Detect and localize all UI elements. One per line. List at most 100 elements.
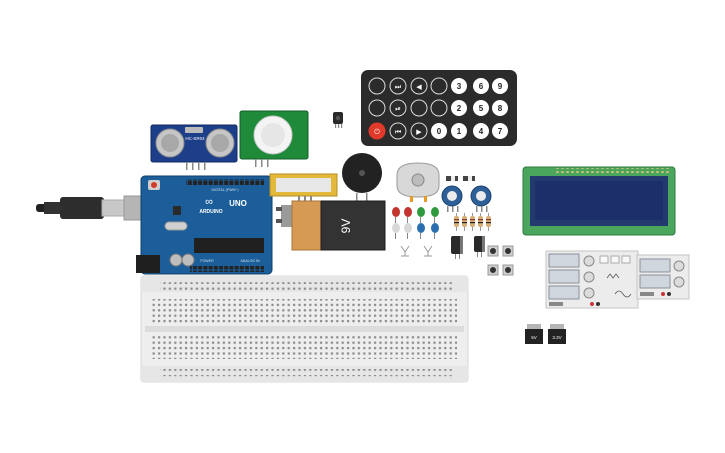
remote-key-2[interactable]: 2 bbox=[451, 100, 467, 116]
rgb-led-1[interactable] bbox=[400, 245, 410, 257]
remote-key-5[interactable]: 5 bbox=[473, 100, 489, 116]
rewind-icon: ⏮ bbox=[395, 129, 401, 136]
remote-key-label: 6 bbox=[479, 82, 484, 91]
battery-9v[interactable]: 9V bbox=[276, 200, 386, 251]
dc-power-supply[interactable] bbox=[636, 254, 690, 300]
lcd-screen bbox=[535, 181, 663, 220]
remote-key-skip-forward[interactable]: ⏭ bbox=[389, 77, 407, 95]
push-button-1[interactable] bbox=[487, 245, 499, 257]
breadboard[interactable] bbox=[140, 275, 469, 383]
remote-key-4[interactable]: 4 bbox=[473, 123, 489, 139]
slide-switch-left[interactable] bbox=[446, 176, 458, 181]
led-green-2[interactable] bbox=[431, 207, 439, 223]
atmega-chip bbox=[194, 238, 264, 253]
piezo-buzzer[interactable] bbox=[342, 153, 382, 201]
potentiometer-1[interactable] bbox=[441, 185, 463, 212]
remote-key-label: 2 bbox=[457, 104, 462, 113]
push-button-3[interactable] bbox=[487, 264, 499, 276]
slide-switch-right[interactable] bbox=[463, 176, 475, 181]
remote-key-9[interactable]: 9 bbox=[492, 78, 508, 94]
push-button-4[interactable] bbox=[502, 264, 514, 276]
regulator-3v3-label: 3.3V bbox=[552, 335, 561, 340]
remote-key-fn-1[interactable] bbox=[430, 77, 448, 95]
play-left-icon: ◀ bbox=[416, 84, 422, 91]
arduino-model: UNO bbox=[229, 199, 247, 208]
dc-motor[interactable] bbox=[396, 162, 440, 202]
remote-key-play-left[interactable]: ◀ bbox=[410, 77, 428, 95]
digital-label: DIGITAL (PWM~) bbox=[211, 188, 238, 192]
voltage-regulator-3v3[interactable]: 3.3V bbox=[548, 324, 566, 344]
remote-key-label: 9 bbox=[498, 82, 503, 91]
remote-key-label: 5 bbox=[479, 104, 484, 113]
led-blue-2[interactable] bbox=[431, 223, 439, 239]
resistor-3[interactable] bbox=[470, 213, 475, 231]
resistor-1[interactable] bbox=[454, 213, 459, 231]
pir-motion-sensor[interactable] bbox=[239, 110, 309, 167]
skip-forward-icon: ⏭ bbox=[395, 84, 402, 91]
usb-cable[interactable] bbox=[36, 195, 143, 221]
lcd-16x2-display[interactable] bbox=[522, 166, 676, 236]
arduino-brand: ARDUINO bbox=[199, 209, 222, 215]
remote-key-vol-down[interactable] bbox=[410, 99, 428, 117]
led-white-1[interactable] bbox=[392, 223, 400, 239]
remote-key-8[interactable]: 8 bbox=[492, 100, 508, 116]
push-button-2[interactable] bbox=[502, 245, 514, 257]
arduino-uno-board[interactable]: DIGITAL (PWM~) ∞ ARDUINO UNO POWER ANALO… bbox=[136, 175, 273, 275]
breadboard-terminal-strip-bottom[interactable] bbox=[150, 335, 457, 359]
remote-key-7[interactable]: 7 bbox=[492, 123, 508, 139]
breadboard-power-rail-top[interactable] bbox=[160, 280, 452, 290]
resistor-2[interactable] bbox=[462, 213, 467, 231]
resistor-group[interactable] bbox=[454, 213, 491, 231]
remote-key-play-right[interactable]: ▶ bbox=[410, 122, 428, 140]
analog-label: ANALOG IN bbox=[240, 259, 260, 263]
digital-header[interactable] bbox=[186, 179, 264, 185]
play-pause-icon: ⏯ bbox=[395, 106, 401, 113]
play-right-icon: ▶ bbox=[416, 129, 422, 136]
remote-key-label: 0 bbox=[437, 127, 442, 136]
battery-label: 9V bbox=[339, 219, 353, 234]
ir-receiver[interactable] bbox=[333, 112, 343, 128]
remote-key-label: 4 bbox=[479, 127, 484, 136]
remote-key-power-placeholder[interactable] bbox=[368, 77, 386, 95]
remote-key-power[interactable]: ⏻ bbox=[368, 122, 386, 140]
remote-key-label: 8 bbox=[498, 104, 503, 113]
led-red-1[interactable] bbox=[392, 207, 400, 223]
voltage-regulator-5v[interactable]: 5V bbox=[525, 324, 543, 344]
led-green-1[interactable] bbox=[417, 207, 425, 223]
resistor-5[interactable] bbox=[486, 213, 491, 231]
remote-key-3[interactable]: 3 bbox=[451, 78, 467, 94]
power-analog-header[interactable] bbox=[190, 266, 264, 272]
remote-key-1[interactable]: 1 bbox=[451, 123, 467, 139]
remote-key-6[interactable]: 6 bbox=[473, 78, 489, 94]
arduino-logo-icon: ∞ bbox=[205, 196, 213, 208]
power-label: POWER bbox=[200, 259, 214, 263]
resistor-4[interactable] bbox=[478, 213, 483, 231]
remote-key-rewind[interactable]: ⏮ bbox=[389, 122, 407, 140]
remote-key-0[interactable]: 0 bbox=[431, 123, 447, 139]
relay-module[interactable] bbox=[269, 173, 338, 201]
ultrasonic-label: HC-SR04 bbox=[185, 136, 205, 141]
led-blue-1[interactable] bbox=[417, 223, 425, 239]
potentiometer-2[interactable] bbox=[470, 185, 492, 212]
remote-key-label: 3 bbox=[457, 82, 462, 91]
remote-key-label: 7 bbox=[498, 127, 503, 136]
capacitor-2[interactable] bbox=[474, 236, 485, 257]
regulator-5v-label: 5V bbox=[531, 335, 537, 340]
led-red-2[interactable] bbox=[404, 207, 412, 223]
led-white-2[interactable] bbox=[404, 223, 412, 239]
remote-key-play-pause[interactable]: ⏯ bbox=[389, 99, 407, 117]
rgb-led-2[interactable] bbox=[423, 245, 433, 257]
led-group[interactable] bbox=[392, 207, 439, 239]
breadboard-terminal-strip-top[interactable] bbox=[150, 299, 457, 323]
reset-button[interactable] bbox=[151, 182, 157, 188]
power-icon: ⏻ bbox=[374, 128, 380, 136]
remote-key-label: 1 bbox=[457, 127, 462, 136]
capacitor-1[interactable] bbox=[451, 236, 463, 259]
remote-key-vol-up[interactable] bbox=[368, 99, 386, 117]
ultrasonic-sensor-hc-sr04[interactable]: HC-SR04 bbox=[150, 124, 238, 170]
function-generator[interactable] bbox=[545, 250, 639, 309]
remote-key-fn-2[interactable] bbox=[430, 99, 448, 117]
breadboard-power-rail-bottom[interactable] bbox=[160, 369, 452, 379]
